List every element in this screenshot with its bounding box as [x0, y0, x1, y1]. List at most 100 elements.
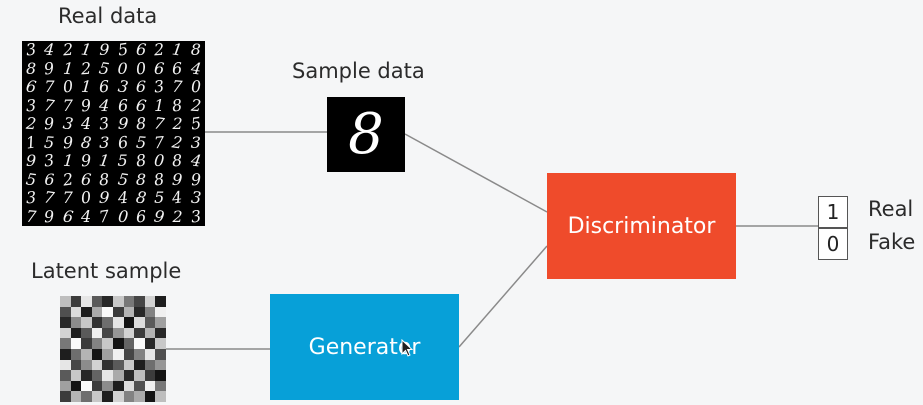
latent-pixel	[123, 370, 135, 382]
latent-pixel	[81, 327, 93, 339]
mouse-cursor-icon	[401, 339, 414, 357]
latent-pixel	[155, 349, 167, 360]
latent-pixel	[102, 359, 114, 371]
latent-pixel	[102, 327, 114, 339]
latent-pixel	[144, 306, 156, 318]
real-data-digit: 7	[25, 206, 37, 226]
latent-pixel	[70, 370, 82, 382]
latent-pixel	[102, 317, 114, 329]
latent-pixel	[81, 359, 93, 371]
latent-pixel	[123, 391, 135, 403]
real-data-digit: 2	[172, 114, 183, 133]
latent-pixel	[134, 359, 146, 371]
real-data-digit: 5	[117, 151, 128, 170]
latent-pixel	[81, 306, 93, 318]
latent-pixel	[155, 370, 167, 382]
latent-pixel	[60, 380, 71, 392]
latent-pixel	[113, 306, 124, 318]
latent-sample-image	[60, 296, 167, 403]
real-data-digit: 3	[190, 132, 201, 152]
latent-pixel	[70, 317, 82, 329]
latent-pixel	[70, 380, 82, 392]
latent-pixel	[144, 391, 156, 403]
latent-pixel	[155, 317, 167, 329]
latent-pixel	[81, 349, 93, 360]
sample-data-label: Sample data	[292, 59, 425, 83]
latent-pixel	[70, 349, 82, 360]
real-data-label: Real data	[58, 4, 158, 28]
latent-pixel	[155, 359, 167, 371]
latent-sample-label: Latent sample	[31, 259, 182, 283]
latent-pixel	[144, 359, 156, 371]
latent-pixel	[91, 359, 103, 371]
latent-pixel	[134, 306, 146, 318]
latent-pixel	[91, 327, 103, 339]
latent-pixel	[91, 349, 103, 360]
latent-pixel	[70, 338, 82, 350]
latent-pixel	[123, 359, 135, 371]
connector-sample-to-discriminator	[404, 133, 548, 213]
latent-pixel	[102, 349, 114, 360]
real-data-digit: 7	[97, 205, 111, 227]
real-data-digit: 8	[26, 58, 37, 78]
latent-pixel	[81, 296, 93, 307]
latent-pixel	[70, 327, 82, 339]
latent-pixel	[144, 349, 156, 360]
latent-pixel	[60, 359, 71, 371]
real-data-digit: 7	[62, 188, 73, 207]
latent-pixel	[91, 306, 103, 318]
latent-pixel	[113, 370, 124, 382]
latent-pixel	[144, 380, 156, 392]
real-data-digit: 1	[154, 95, 165, 115]
latent-pixel	[134, 327, 146, 339]
latent-pixel	[60, 317, 71, 329]
latent-pixel	[113, 359, 124, 371]
latent-pixel	[155, 296, 167, 307]
output-fake-value: 0	[818, 228, 848, 260]
real-data-digit: 0	[116, 206, 129, 226]
sample-digit: 8	[348, 101, 384, 167]
latent-pixel	[113, 327, 124, 339]
latent-pixel	[60, 296, 71, 307]
latent-pixel	[102, 338, 114, 350]
latent-pixel	[144, 296, 156, 307]
latent-pixel	[81, 338, 93, 350]
latent-pixel	[123, 338, 135, 350]
real-data-digit: 3	[99, 132, 110, 152]
latent-pixel	[123, 296, 135, 307]
latent-pixel	[102, 380, 114, 392]
real-data-digit: 7	[44, 77, 55, 96]
real-data-digit: 9	[43, 206, 56, 226]
latent-pixel	[113, 349, 124, 360]
latent-pixel	[113, 391, 124, 403]
latent-pixel	[81, 370, 93, 382]
latent-pixel	[134, 349, 146, 360]
latent-pixel	[60, 370, 71, 382]
latent-pixel	[60, 391, 71, 403]
latent-pixel	[102, 370, 114, 382]
latent-pixel	[134, 338, 146, 350]
latent-pixel	[123, 317, 135, 329]
latent-pixel	[91, 296, 103, 307]
real-data-digit: 6	[44, 169, 55, 189]
real-data-digit: 9	[26, 151, 37, 170]
latent-pixel	[144, 327, 156, 339]
real-data-digit: 4	[80, 206, 92, 226]
real-data-digit: 0	[117, 58, 128, 78]
latent-pixel	[134, 370, 146, 382]
sample-data-image: 8	[327, 97, 405, 172]
latent-pixel	[60, 306, 71, 318]
generator-block: Generator	[270, 294, 459, 400]
latent-pixel	[134, 296, 146, 307]
real-data-digit: 6	[61, 205, 75, 227]
latent-pixel	[113, 296, 124, 307]
latent-pixel	[60, 349, 71, 360]
latent-pixel	[60, 327, 71, 339]
real-data-digit: 8	[135, 169, 147, 189]
latent-pixel	[144, 370, 156, 382]
latent-pixel	[134, 380, 146, 392]
latent-pixel	[155, 338, 167, 350]
latent-pixel	[123, 306, 135, 318]
